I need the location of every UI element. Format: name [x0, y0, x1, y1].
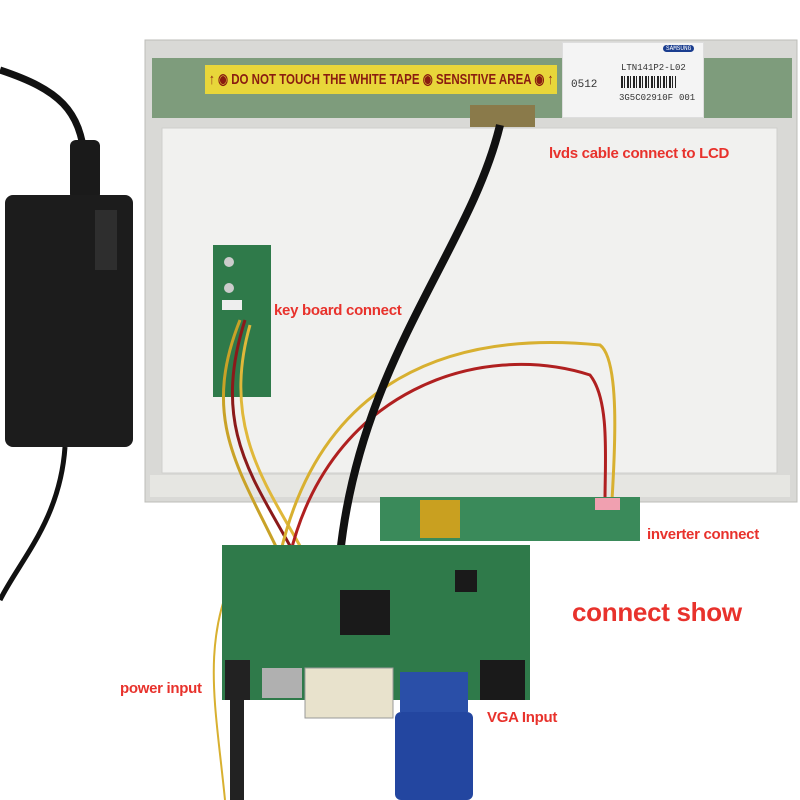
lvds-connector [470, 105, 535, 127]
panel-model: LTN141P2-L02 [621, 63, 686, 73]
label-keyboard: key board connect [274, 302, 402, 319]
warning-tape: ↑ ◉ DO NOT TOUCH THE WHITE TAPE ◉ SENSIT… [209, 71, 554, 88]
inverter-transformer [420, 500, 460, 538]
lcd-bottom-frame [150, 475, 790, 497]
keyboard-button [224, 283, 234, 293]
label-lvds: lvds cable connect to LCD [549, 145, 730, 162]
keyboard-connector [222, 300, 242, 310]
inverter-wire [288, 363, 608, 556]
warning-tape-strip [205, 65, 557, 94]
panel-serial: 3G5C02910F [619, 93, 674, 103]
label-vga: VGA Input [487, 709, 558, 726]
dvi-port [304, 667, 394, 719]
sticker-code: 0512 [571, 79, 598, 91]
serial-suffix: 001 [679, 93, 696, 103]
secondary-chip [455, 570, 477, 592]
keyboard-wire [221, 319, 282, 556]
power-jack [225, 660, 250, 700]
keyboard-wire [239, 324, 307, 556]
vga-cable-plug [395, 712, 473, 800]
inverter-connector [595, 498, 620, 510]
panel-sticker: SAMSUNG 0512 LTN141P2-L02 3G5C02910F 001 [562, 42, 704, 118]
brand-logo: SAMSUNG [663, 45, 695, 52]
vga-connector [400, 672, 468, 712]
power-plug [230, 700, 244, 800]
audio-port [480, 660, 525, 700]
adapter-output-cable [0, 446, 68, 602]
keyboard-button [224, 257, 234, 267]
label-inverter: inverter connect [647, 526, 759, 543]
hdmi-port [262, 668, 302, 698]
label-power: power input [120, 680, 202, 697]
cable-strain-relief [70, 140, 100, 200]
main-chip [340, 590, 390, 635]
inverter-wire [278, 341, 617, 556]
barcode [621, 76, 676, 88]
adapter-label [95, 210, 117, 270]
keyboard-wire [230, 319, 297, 556]
label-connect-show: connect show [572, 597, 742, 627]
lvds-cable [336, 124, 504, 556]
